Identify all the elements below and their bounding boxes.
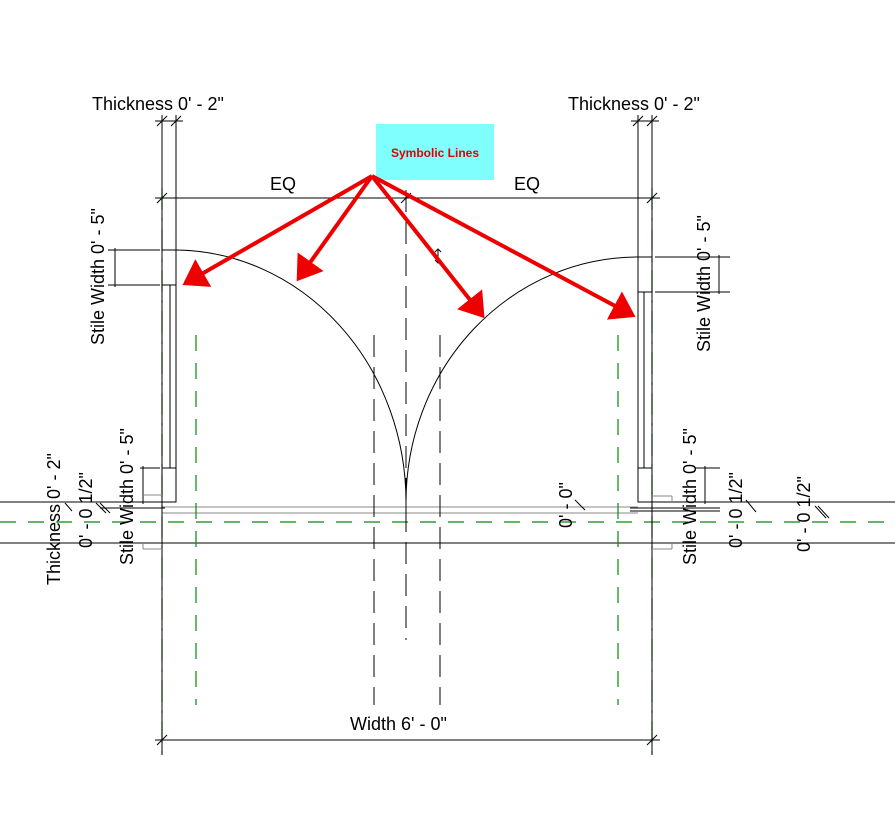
- swing-arc-left: [175, 249, 407, 503]
- width-dimension[interactable]: Width 6' - 0": [155, 714, 660, 746]
- zero-offset-label[interactable]: 0' - 0": [556, 482, 576, 528]
- stile-width-dimension-left-top[interactable]: Stile Width 0' - 5": [88, 208, 160, 345]
- arrow-icon: [182, 174, 373, 287]
- symbolic-lines-callout: Symbolic Lines: [376, 124, 494, 180]
- arrow-icon: [371, 174, 636, 320]
- thickness-dimension-left[interactable]: Thickness 0' - 2": [92, 94, 224, 127]
- thickness-label-right: Thickness 0' - 2": [568, 94, 700, 114]
- eq-label-left: EQ: [270, 174, 296, 194]
- eq-dimension[interactable]: EQ EQ: [155, 174, 660, 204]
- stile-width-label-left-bottom: Stile Width 0' - 5": [117, 428, 137, 565]
- arrow-icon: [370, 174, 485, 319]
- arrow-icon: [296, 174, 374, 282]
- wall-lines: [0, 501, 895, 544]
- door-panel-right: [637, 256, 653, 503]
- thickness-dimension-right[interactable]: Thickness 0' - 2": [568, 94, 700, 127]
- swing-arc-right: [405, 256, 639, 503]
- stile-width-label-right-bottom: Stile Width 0' - 5": [680, 428, 700, 565]
- offset-label-left[interactable]: 0' - 0 1/2": [76, 472, 96, 548]
- callout-arrows: [182, 174, 636, 320]
- offset-label-right-2[interactable]: 0' - 0 1/2": [794, 476, 814, 552]
- reference-planes: [161, 188, 653, 755]
- width-label: Width 6' - 0": [350, 714, 447, 734]
- offset-label-right-1[interactable]: 0' - 0 1/2": [726, 472, 746, 548]
- stile-width-dimension-right-bottom[interactable]: Stile Width 0' - 5": [652, 428, 720, 565]
- thickness-label-left-vertical[interactable]: Thickness 0' - 2": [44, 453, 64, 585]
- thickness-label-left: Thickness 0' - 2": [92, 94, 224, 114]
- frame-lines: [161, 115, 653, 755]
- callout-label: Symbolic Lines: [391, 146, 479, 160]
- stile-width-dimension-right-top[interactable]: Stile Width 0' - 5": [655, 215, 730, 352]
- eq-label-right: EQ: [514, 174, 540, 194]
- stile-width-dimension-left-bottom[interactable]: Stile Width 0' - 5": [117, 428, 162, 565]
- stile-width-label-left-top: Stile Width 0' - 5": [88, 208, 108, 345]
- stile-width-label-right-top: Stile Width 0' - 5": [694, 215, 714, 352]
- door-panel-left: [161, 249, 177, 503]
